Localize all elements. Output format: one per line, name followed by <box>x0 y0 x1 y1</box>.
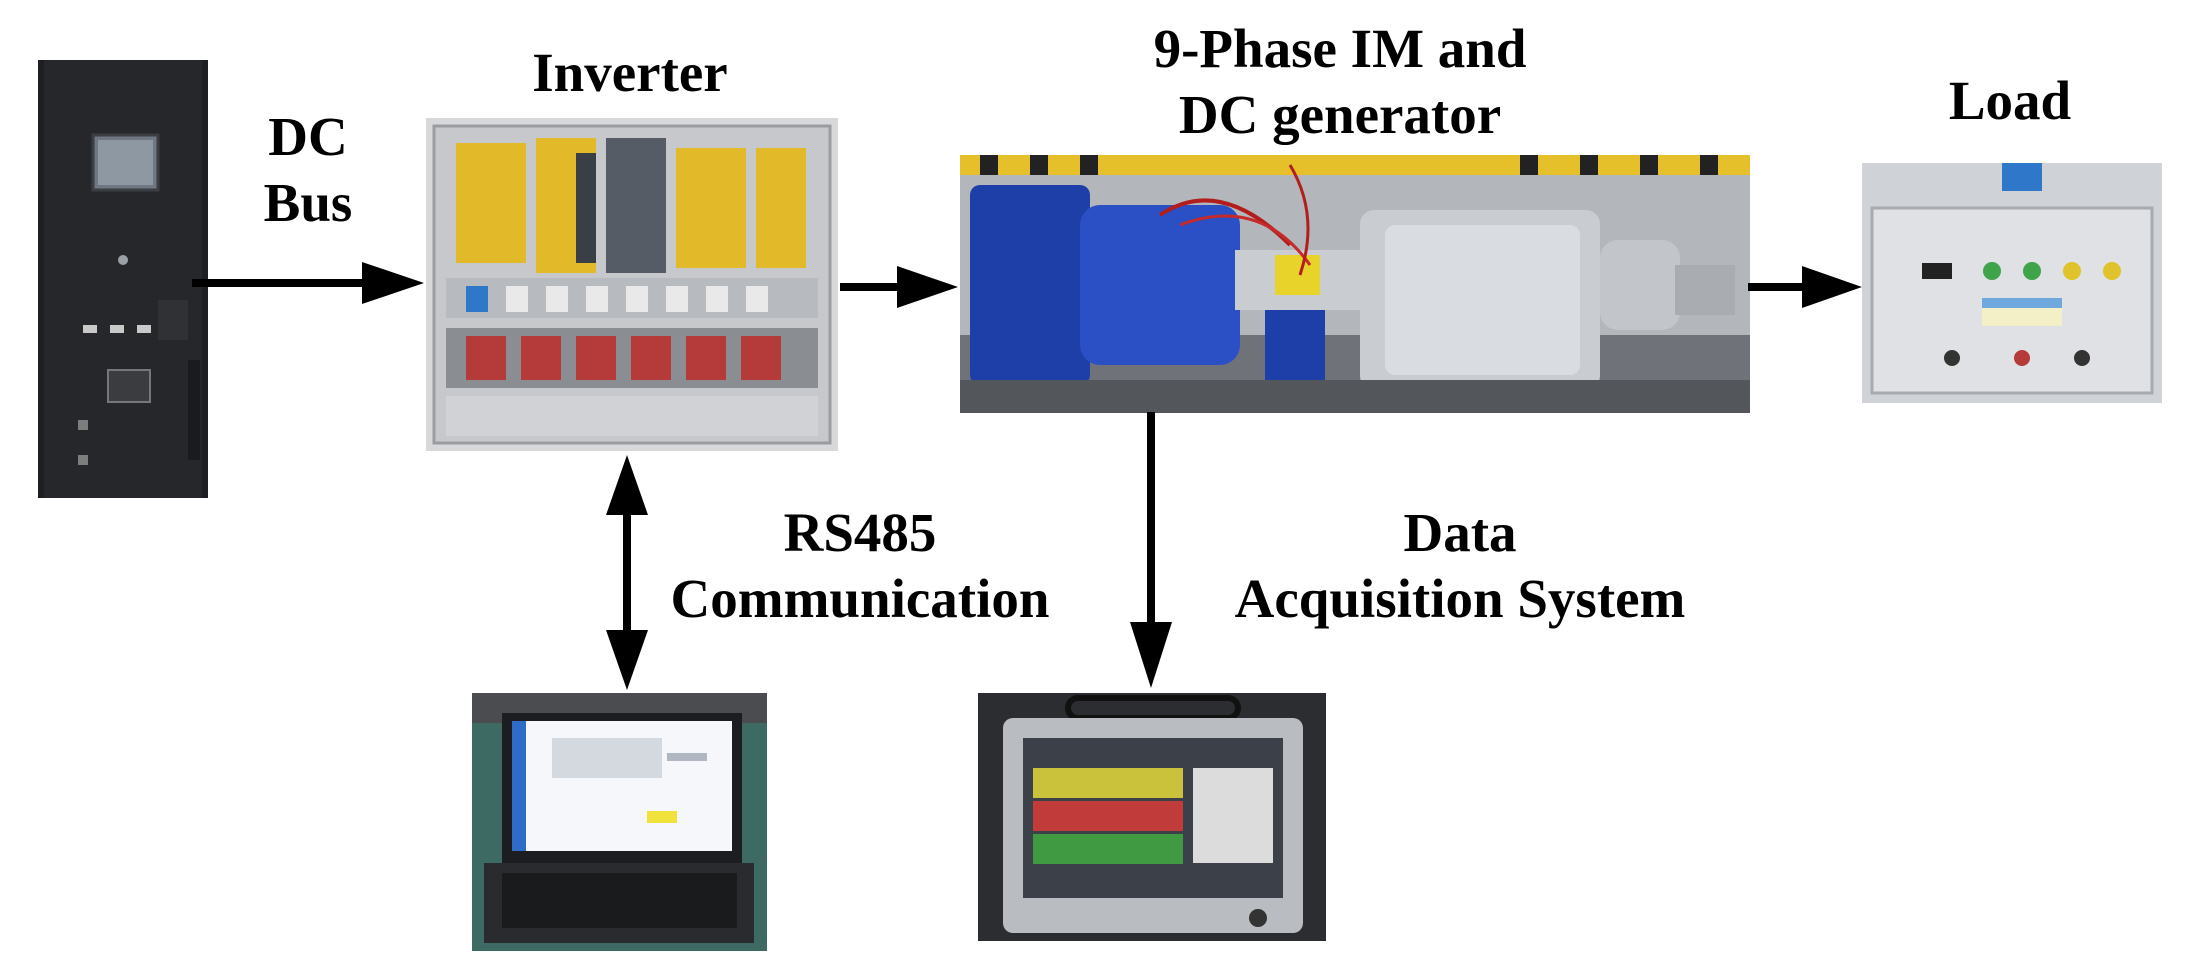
rs485-communication-label: RS485 Communication <box>640 500 1080 632</box>
arrow-dcbus-to-inverter <box>192 262 424 304</box>
motor-generator-label-line2: DC generator <box>1178 84 1502 145</box>
arrow-inverter-to-motor <box>840 266 958 308</box>
laptop-photo <box>472 693 767 951</box>
dc-bus-label-line1: DC <box>268 106 348 167</box>
arrow-inverter-laptop-bidirectional <box>606 455 648 690</box>
arrow-motor-to-daq <box>1130 412 1172 688</box>
load-label: Load <box>1900 68 2120 134</box>
arrow-motor-to-load <box>1748 266 1862 308</box>
rs485-label-line1: RS485 <box>783 502 937 563</box>
motor-generator-label: 9-Phase IM and DC generator <box>1070 16 1610 148</box>
daq-label-line2: Acquisition System <box>1234 568 1686 629</box>
load-label-text: Load <box>1948 70 2072 131</box>
motor-generator-photo <box>960 155 1750 413</box>
rs485-label-line2: Communication <box>670 568 1050 629</box>
data-acquisition-label: Data Acquisition System <box>1195 500 1725 632</box>
load-box-photo <box>1862 163 2162 403</box>
dc-bus-label: DC Bus <box>238 104 378 236</box>
dc-power-cabinet-photo <box>38 60 208 498</box>
inverter-cabinet-photo <box>426 118 838 451</box>
inverter-label-text: Inverter <box>532 42 728 103</box>
daq-label-line1: Data <box>1403 502 1517 563</box>
motor-generator-label-line1: 9-Phase IM and <box>1153 18 1527 79</box>
daq-system-photo <box>978 693 1326 941</box>
inverter-label: Inverter <box>460 40 800 106</box>
dc-bus-label-line2: Bus <box>263 172 353 233</box>
